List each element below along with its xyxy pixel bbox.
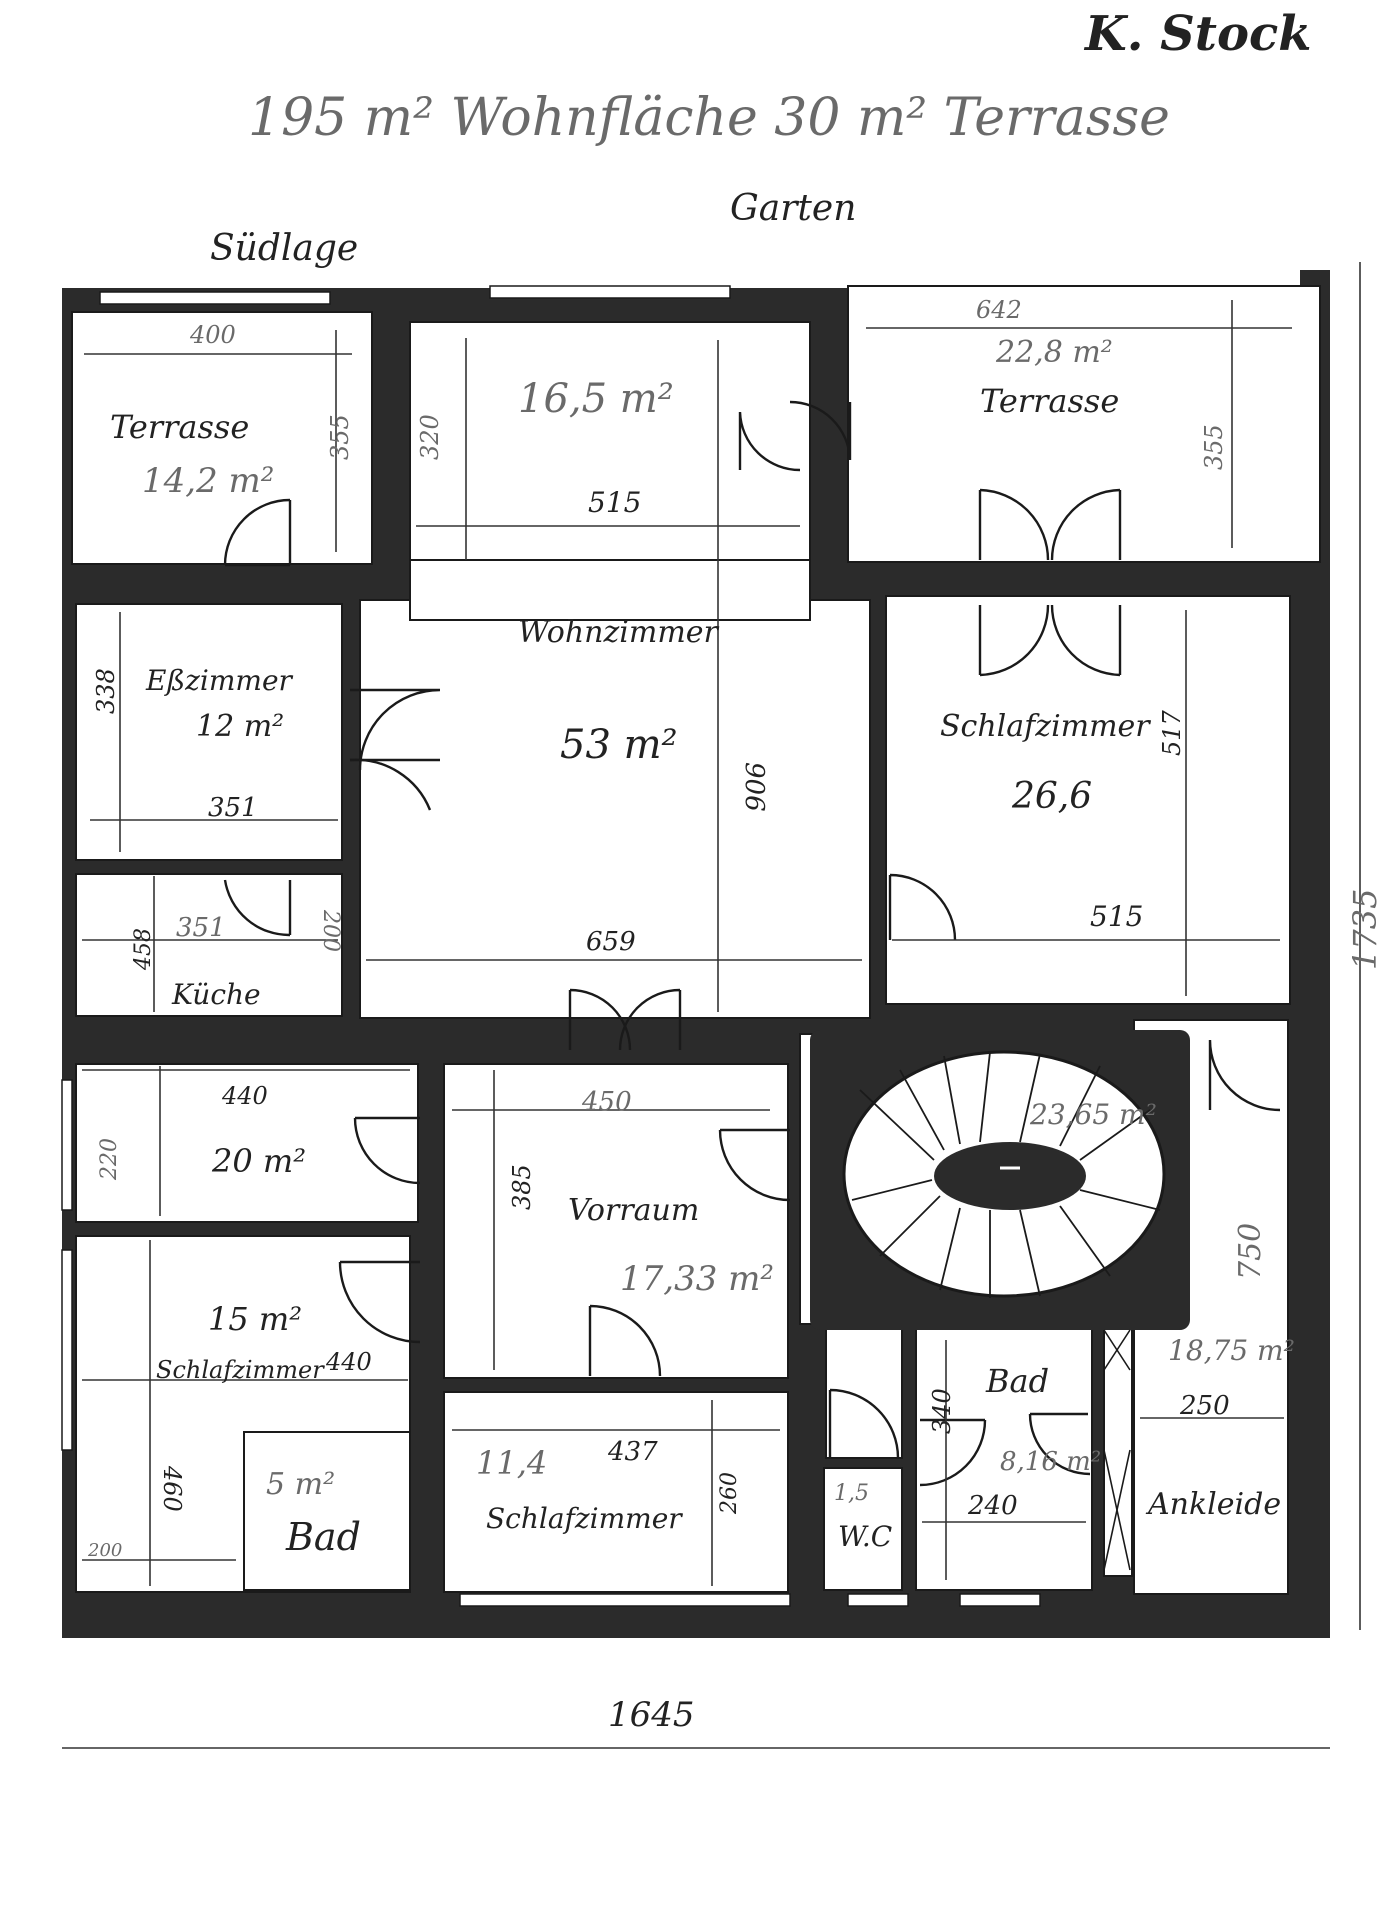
bedroom-left-width: 440 bbox=[325, 1348, 372, 1376]
room-labels: 400 Terrasse 14,2 m² 355 16,5 m² 320 515… bbox=[87, 296, 1384, 1735]
terrace-left-area: 14,2 m² bbox=[142, 461, 274, 501]
windows bbox=[61, 285, 1041, 1607]
bedroom-small-name: Schlafzimmer bbox=[486, 1502, 683, 1535]
room20-area: 20 m² bbox=[211, 1142, 306, 1180]
bedroom-right-width: 515 bbox=[1090, 900, 1143, 933]
dressing-name: Ankleide bbox=[1145, 1487, 1281, 1522]
living-upper-height: 320 bbox=[416, 414, 444, 460]
terrace-left-name: Terrasse bbox=[110, 408, 249, 446]
kitchen-height: 458 bbox=[131, 928, 156, 971]
overall-height: 1735 bbox=[1346, 889, 1384, 970]
dining-width: 351 bbox=[208, 793, 258, 823]
hall-area: 17,33 m² bbox=[620, 1259, 774, 1299]
orientation-label: Südlage bbox=[210, 228, 358, 269]
wc-name: W.C bbox=[838, 1520, 892, 1553]
bath-width: 240 bbox=[967, 1491, 1018, 1521]
dining-name: Eßzimmer bbox=[145, 664, 294, 697]
bedroom-small-width: 437 bbox=[607, 1437, 658, 1467]
garden-label: Garten bbox=[730, 188, 856, 229]
bath-area: 8,16 m² bbox=[1000, 1447, 1101, 1477]
overall-width: 1645 bbox=[608, 1695, 695, 1735]
bedroom-small-height: 260 bbox=[717, 1472, 742, 1515]
living-name: Wohnzimmer bbox=[518, 615, 720, 650]
living-area: 53 m² bbox=[560, 722, 678, 768]
bath-small-area: 5 m² bbox=[266, 1467, 335, 1502]
room-living-upper bbox=[409, 321, 811, 563]
bedroom-right-height: 517 bbox=[1158, 709, 1186, 756]
dressing-height: 750 bbox=[1233, 1223, 1268, 1280]
bedroom-right-area: 26,6 bbox=[1011, 776, 1092, 817]
kitchen-width: 351 bbox=[176, 913, 226, 943]
dining-area: 12 m² bbox=[196, 709, 284, 744]
bedroom-left-height: 460 bbox=[158, 1465, 186, 1512]
terrace-left-height: 355 bbox=[326, 414, 354, 460]
bedroom-right-name: Schlafzimmer bbox=[940, 709, 1151, 744]
dressing-area: 18,75 m² bbox=[1168, 1334, 1295, 1367]
living-upper-width: 515 bbox=[588, 486, 641, 519]
room-terrace-right bbox=[847, 285, 1321, 563]
room-bath-small bbox=[243, 1431, 411, 1591]
terrace-right-height: 355 bbox=[1200, 424, 1228, 470]
living-width: 659 bbox=[586, 927, 636, 957]
bedroom-left-width-2: 200 bbox=[87, 1540, 122, 1561]
doors bbox=[223, 400, 1281, 1571]
bedroom-small-area: 11,4 bbox=[476, 1444, 547, 1482]
room-hall bbox=[443, 1063, 789, 1379]
dining-height: 338 bbox=[92, 668, 120, 714]
room20-width: 440 bbox=[221, 1082, 268, 1110]
staircase bbox=[810, 1030, 1190, 1330]
room-wc bbox=[823, 1467, 903, 1591]
dressing-width: 250 bbox=[1179, 1391, 1230, 1421]
kitchen-name: Küche bbox=[171, 978, 261, 1011]
terrace-right-area: 22,8 m² bbox=[995, 335, 1113, 370]
area-summary-note: 195 m² Wohnfläche 30 m² Terrasse bbox=[248, 88, 1170, 148]
signature: K. Stock bbox=[1083, 6, 1311, 62]
bath-name: Bad bbox=[985, 1362, 1049, 1400]
living-height: 906 bbox=[739, 762, 769, 812]
terrace-left-width: 400 bbox=[189, 321, 236, 349]
bedroom-left-area: 15 m² bbox=[208, 1300, 302, 1338]
room-kitchen bbox=[75, 873, 343, 1017]
kitchen-height-2: 200 bbox=[318, 909, 343, 952]
hall-height: 385 bbox=[508, 1164, 536, 1210]
room20-height: 220 bbox=[97, 1138, 122, 1181]
wc-area: 1,5 bbox=[834, 1481, 869, 1506]
stair-area: 23,65 m² bbox=[1029, 1098, 1157, 1131]
terrace-right-name: Terrasse bbox=[980, 382, 1119, 420]
room-bedroom-right bbox=[885, 595, 1291, 1005]
terrace-right-width: 642 bbox=[976, 296, 1022, 324]
dimension-lines bbox=[62, 262, 1361, 1749]
hall-width: 450 bbox=[581, 1087, 632, 1117]
bath-small-name: Bad bbox=[285, 1515, 361, 1559]
bath-height: 340 bbox=[928, 1388, 956, 1434]
room-bedroom-small bbox=[443, 1391, 789, 1593]
hall-name: Vorraum bbox=[568, 1193, 699, 1228]
living-upper-area: 16,5 m² bbox=[518, 376, 674, 422]
bedroom-left-name: Schlafzimmer bbox=[156, 1356, 325, 1384]
